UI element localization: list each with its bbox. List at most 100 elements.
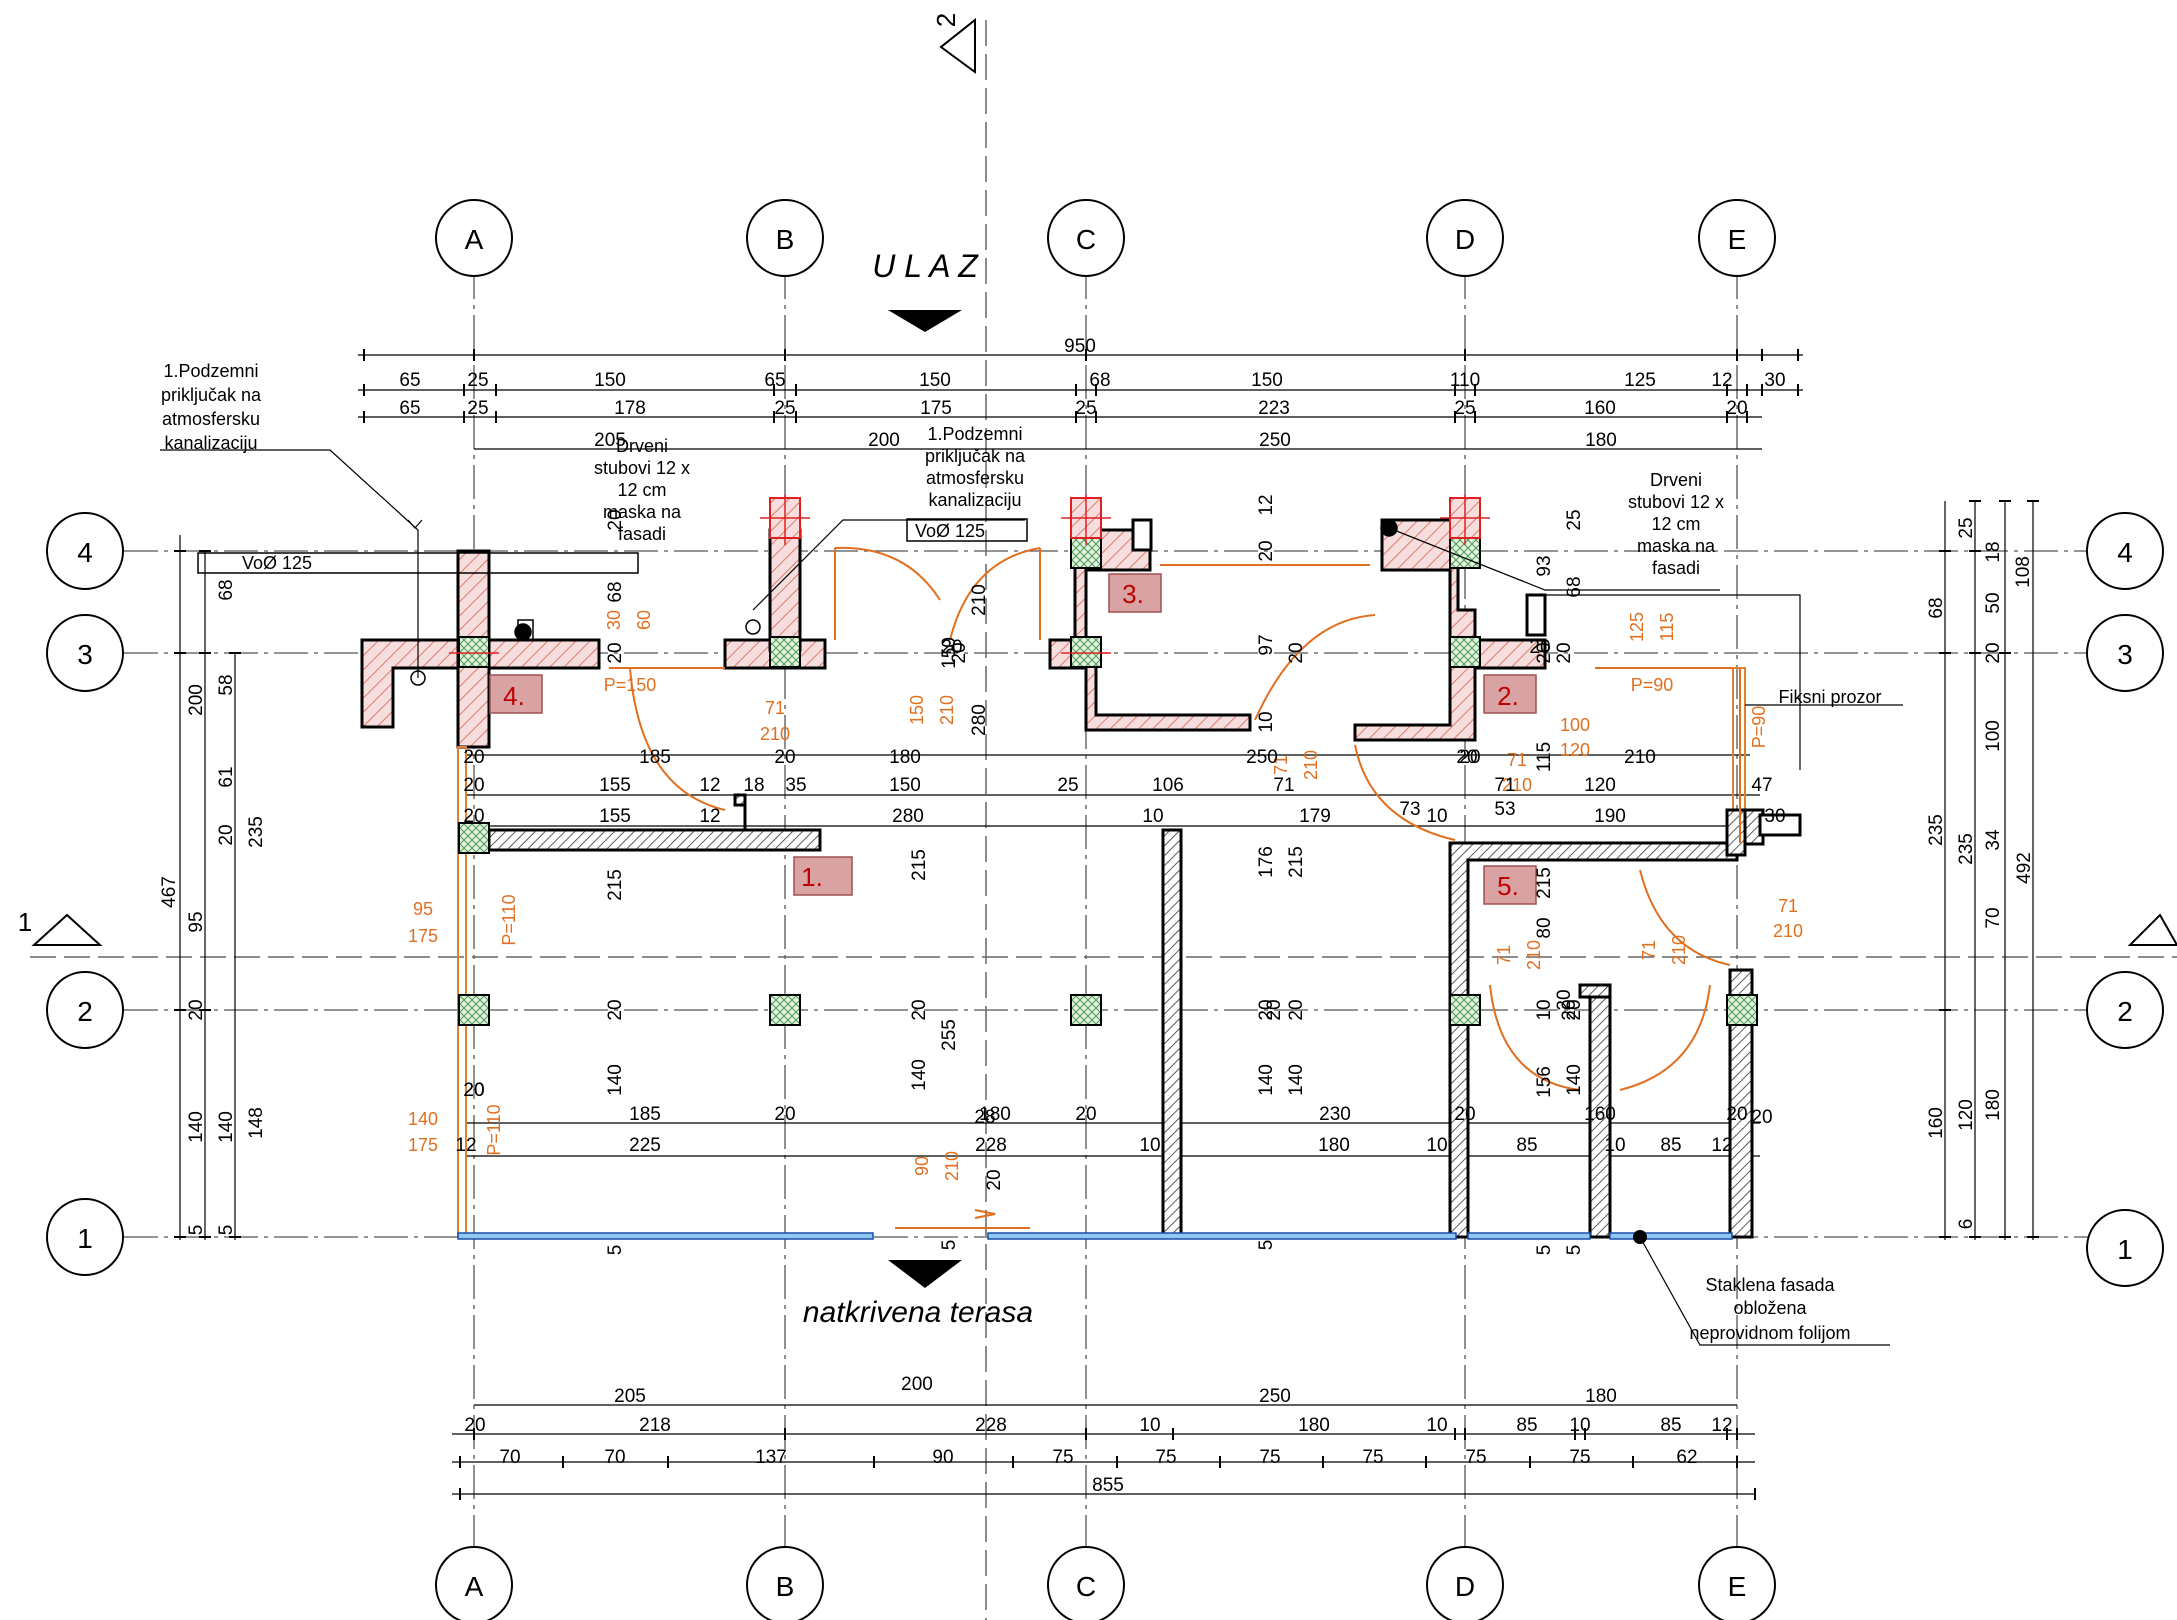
dim-top-row2: 25	[774, 398, 795, 419]
dim-inner-r5: 225	[629, 1135, 661, 1156]
grid-bubble-a-top: A	[435, 199, 513, 277]
grid-bubble-2-left: 2	[46, 971, 124, 1049]
dim-bottom-row2: 85	[1516, 1415, 1537, 1436]
dim-bottom-row2: 10	[1426, 1415, 1447, 1436]
dim-bottom-row2: 10	[1569, 1415, 1590, 1436]
grid-bubble-label: D	[1455, 1571, 1475, 1602]
dim-right-col-b: 70	[1983, 907, 2004, 928]
dim-inner-r2: 47	[1751, 775, 1772, 796]
dim-inner-v1: 20	[605, 999, 626, 1020]
note-connection-mid-1: 1.Podzemni	[927, 424, 1022, 444]
terrace-label: natkrivena terasa	[803, 1296, 1033, 1329]
opening-w210e: 210	[1773, 921, 1803, 941]
dim-inner-v3: 280	[969, 704, 990, 736]
dim-inner-r1: 180	[889, 747, 921, 768]
dim-inner-v5: 93	[1534, 555, 1555, 576]
dim-inner-v3: 20	[605, 509, 626, 530]
dim-misc: 20	[1459, 747, 1480, 768]
dim-inner-r2: 20	[463, 775, 484, 796]
dim-left-col-a: 140	[186, 1111, 207, 1143]
dim-bottom-row2: 180	[1298, 1415, 1330, 1436]
dim-inner-v2: 255	[939, 1019, 960, 1051]
grid-bubble-d-bottom: D	[1426, 1546, 1504, 1620]
dim-left-col-b: 140	[216, 1111, 237, 1143]
dim-inner-r3: 30	[1764, 806, 1785, 827]
dim-inner-v6: 20	[949, 642, 970, 663]
grid-bubble-label: E	[1728, 224, 1747, 255]
note-pipe-left: VoØ 125	[242, 553, 312, 573]
dim-left-col-b: 58	[216, 674, 237, 695]
grid-bubble-d-top: D	[1426, 199, 1504, 277]
opening-w125: 125	[1627, 612, 1647, 642]
room-label-4: 4.	[503, 681, 525, 711]
dim-inner-v3: 68	[605, 581, 626, 602]
dim-inner-r2: 120	[1584, 775, 1616, 796]
opening-p90-vertical: P=90	[1749, 706, 1769, 749]
dim-top-row2: 25	[467, 398, 488, 419]
note-glass-facade-1: Staklena fasada	[1705, 1275, 1835, 1295]
dim-right-col-c: 18	[1983, 541, 2004, 562]
dim-inner-v2: 215	[909, 849, 930, 881]
opening-p110-b: P=110	[484, 1104, 504, 1155]
dim-inner-r2: 25	[1057, 775, 1078, 796]
opening-w120: 120	[1560, 740, 1590, 760]
opening-w210g: 210	[1669, 935, 1689, 965]
note-pipe-mid: VoØ 125	[915, 521, 985, 541]
grid-bubble-label: D	[1455, 224, 1475, 255]
dim-left-col-c: 148	[246, 1107, 267, 1139]
dim-inner-v4: 12	[1256, 494, 1277, 515]
grid-bubble-4-right: 4	[2086, 512, 2164, 590]
opening-p110-a: P=110	[499, 894, 519, 945]
entrance-label: U L A Z	[872, 248, 979, 284]
dim-right-col-b: 50	[1983, 592, 2004, 613]
dim-inner-v6: 20	[984, 1169, 1005, 1190]
grid-bubble-4-left: 4	[46, 512, 124, 590]
dim-top-row1: 30	[1764, 370, 1785, 391]
dim-top-row2: 175	[920, 398, 952, 419]
dim-top-row1: 110	[1450, 370, 1480, 391]
dim-inner-r1: 20	[774, 747, 795, 768]
dim-bottom-row3: 75	[1155, 1447, 1176, 1468]
dim-inner-v6: 20	[1554, 989, 1575, 1010]
opening-w60: 60	[634, 610, 654, 630]
dim-inner-r5: 228	[975, 1135, 1007, 1156]
grid-bubble-label: B	[776, 224, 795, 255]
note-posts-left-2: stubovi 12 x	[594, 458, 690, 478]
dim-inner-v5: 10	[1534, 999, 1555, 1020]
opening-w71e: 71	[1494, 945, 1514, 965]
dim-inner-v6: 20	[1559, 999, 1580, 1020]
grid-bubble-label: 3	[2117, 639, 2133, 670]
note-fixed-window: Fiksni prozor	[1778, 687, 1881, 707]
note-connection-left-2: priključak na	[161, 385, 262, 405]
grid-bubble-label: A	[465, 224, 484, 255]
note-posts-left-5: fasadi	[618, 524, 666, 544]
dim-inner-v4: 20	[1286, 642, 1307, 663]
dim-inner-r2: 155	[599, 775, 631, 796]
dim-top-row3: 180	[1585, 430, 1617, 451]
dim-inner-v5: 20	[1534, 642, 1555, 663]
dim-right-col-c: 235	[1956, 833, 1977, 865]
room-label-2: 2.	[1497, 681, 1519, 711]
dim-left-col-b: 95	[186, 911, 207, 932]
dim-inner-r2: 35	[785, 775, 806, 796]
section-marker-top-label: 2	[931, 13, 961, 27]
wood-posts	[449, 495, 1490, 654]
dim-inner-v4: 10	[1256, 711, 1277, 732]
dim-inner-r2: 106	[1152, 775, 1184, 796]
dim-top-row3: 250	[1259, 430, 1291, 451]
dim-inner-v3: 20	[605, 642, 626, 663]
grid-bubble-label: C	[1076, 224, 1096, 255]
opening-w71f: 71	[1639, 940, 1659, 960]
dim-bottom-row3: 70	[604, 1447, 625, 1468]
note-glass-facade-2: obložena	[1733, 1298, 1807, 1318]
dim-bottom-row1: 250	[1259, 1386, 1291, 1407]
walls	[360, 518, 1802, 1239]
dim-inner-v3: 210	[969, 584, 990, 616]
dim-bottom-row1: 180	[1585, 1386, 1617, 1407]
opening-w210b: 210	[1301, 750, 1321, 780]
dim-inner-v4: 140	[1286, 1064, 1307, 1096]
room-label-3: 3.	[1122, 579, 1144, 609]
dim-bottom-row3: 75	[1569, 1447, 1590, 1468]
dim-top-row3: 200	[868, 430, 900, 451]
